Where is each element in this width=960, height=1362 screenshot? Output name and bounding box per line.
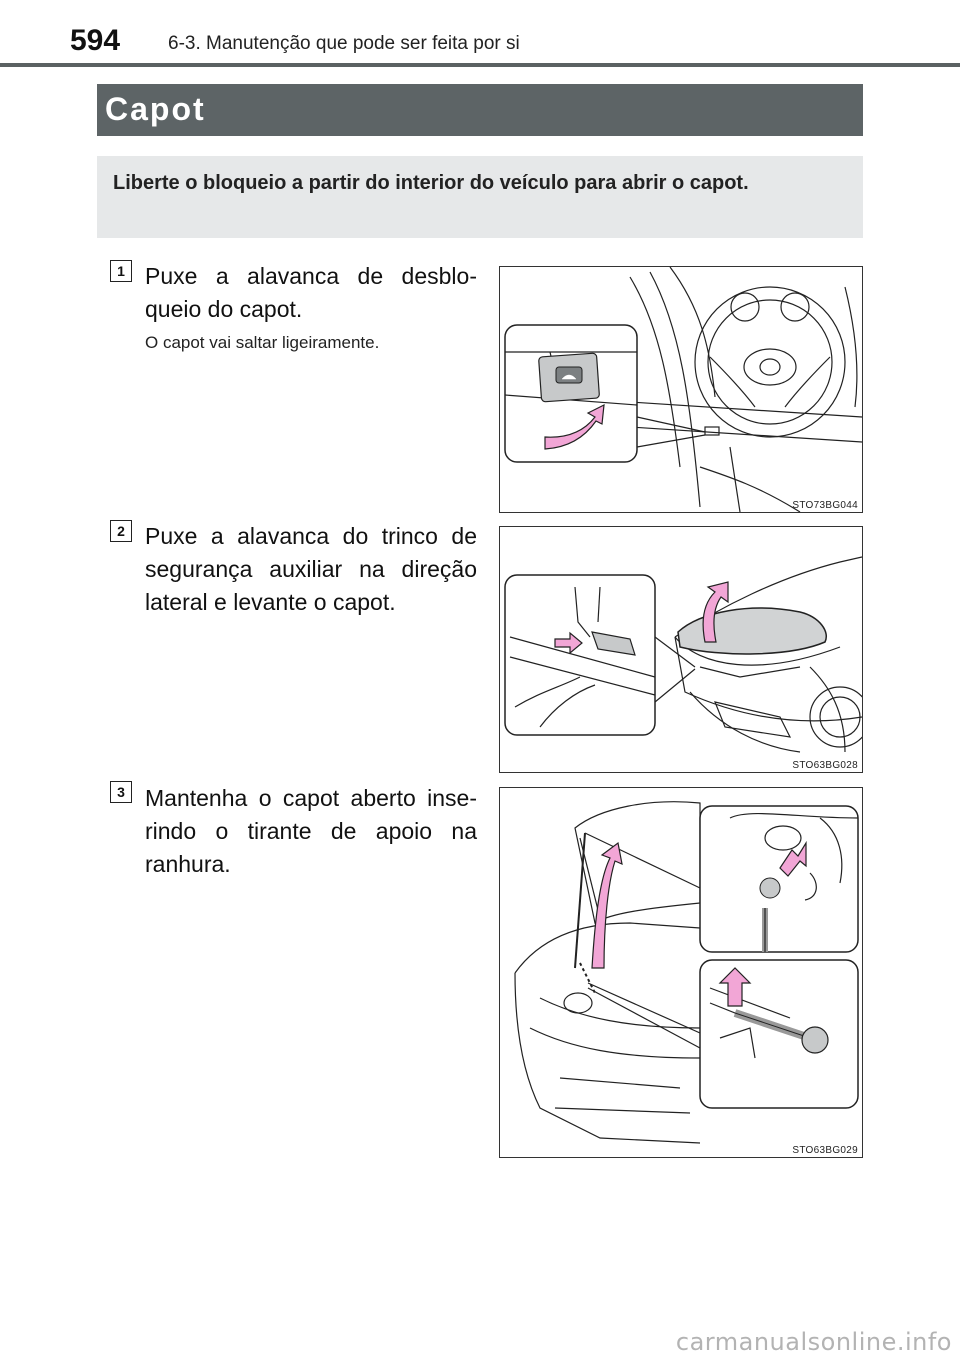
support-rod-illustration bbox=[514, 801, 859, 1144]
running-head: 6-3. Manutenção que pode ser feita por s… bbox=[168, 33, 520, 54]
intro-text: Liberte o bloqueio a partir do interior … bbox=[113, 172, 749, 194]
section-title: Capot bbox=[97, 84, 863, 136]
figure-hood-release-lever: STO73BG044 bbox=[499, 266, 863, 513]
step-1-number: 1 bbox=[110, 260, 132, 282]
step-3-number: 3 bbox=[110, 781, 132, 803]
step-1-text: Puxe a alavanca de desblo-queio do capot… bbox=[145, 263, 477, 322]
step-2-number: 2 bbox=[110, 520, 132, 542]
header-rule bbox=[0, 63, 960, 67]
hood-release-illustration bbox=[504, 267, 862, 512]
page-number: 594 bbox=[70, 24, 121, 57]
auxiliary-catch-illustration bbox=[504, 556, 862, 753]
watermark: carmanualsonline.info bbox=[675, 1328, 952, 1356]
figure-code: STO63BG029 bbox=[792, 1145, 858, 1156]
figure-auxiliary-catch: STO63BG028 bbox=[499, 526, 863, 773]
figure-code: STO63BG028 bbox=[792, 760, 858, 771]
intro-box: Liberte o bloqueio a partir do interior … bbox=[97, 156, 863, 238]
figure-support-rod: STO63BG029 bbox=[499, 787, 863, 1158]
step-3-text: Mantenha o capot aberto inse-rindo o tir… bbox=[145, 785, 477, 877]
step-2-text: Puxe a alavanca do trinco de segurança a… bbox=[145, 523, 477, 615]
figure-code: STO73BG044 bbox=[792, 500, 858, 511]
step-1-note: O capot vai saltar ligeiramente. bbox=[145, 333, 380, 352]
